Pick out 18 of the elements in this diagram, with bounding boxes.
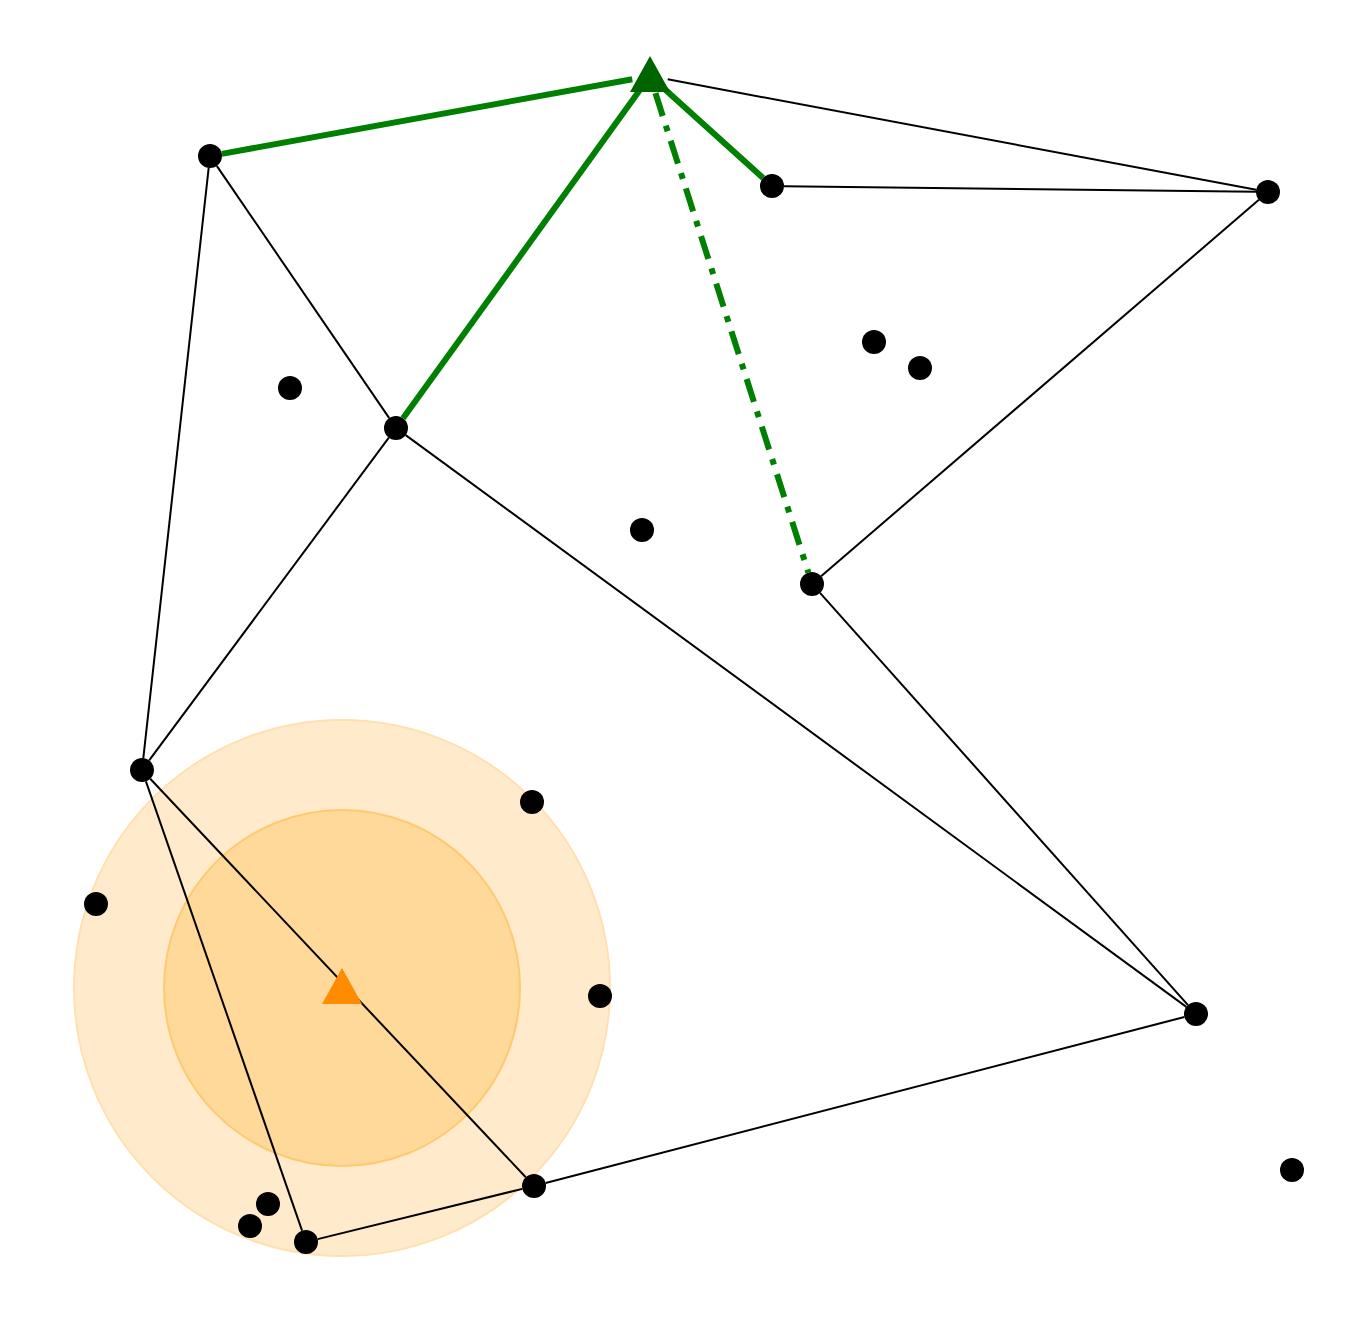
connector-line — [142, 166, 210, 760]
connector-line — [215, 164, 391, 420]
connector-line — [144, 780, 304, 1232]
connector-line — [666, 78, 1258, 191]
connector-line — [544, 1016, 1186, 1184]
triangle-marker — [630, 56, 670, 92]
connector-line — [783, 185, 1257, 193]
connector-line — [400, 88, 642, 421]
connector-line — [820, 198, 1260, 578]
dash-dot-line — [652, 92, 812, 574]
triangle-marker — [322, 968, 362, 1004]
connector-line — [221, 76, 633, 157]
connector-line — [316, 1187, 524, 1241]
connector-line — [404, 434, 1188, 1008]
connector-line — [148, 436, 390, 762]
connector-line — [149, 777, 527, 1179]
connector-line — [661, 85, 766, 181]
connector-line — [819, 591, 1189, 1007]
